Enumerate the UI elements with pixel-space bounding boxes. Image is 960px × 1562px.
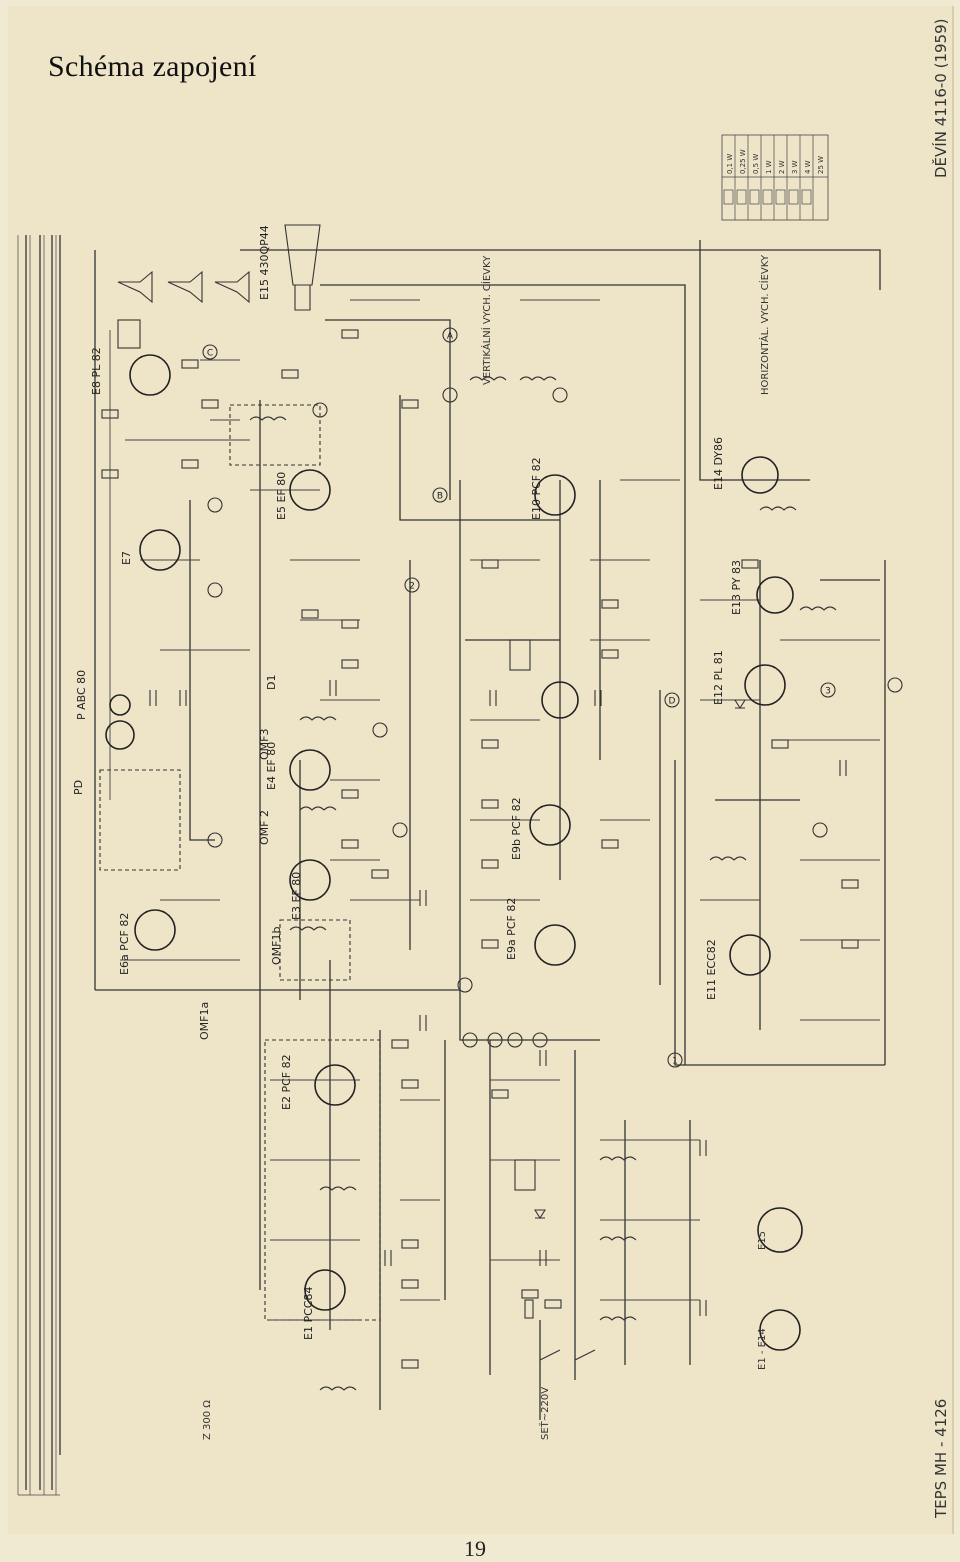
tube-e7-label: E7 <box>120 551 133 565</box>
tube-e4-symbol <box>289 749 331 791</box>
tube-e13-symbol <box>756 576 794 614</box>
marker-c: C <box>207 349 213 359</box>
omf3-label: OMF3 <box>258 729 271 760</box>
d1-label: D1 <box>265 675 278 690</box>
page-title: Schéma zapojení <box>48 50 257 83</box>
tube-e11-symbol <box>729 934 771 976</box>
tube-e1-label: E1 PCC84 <box>302 1287 315 1340</box>
tube-e3-symbol <box>289 859 331 901</box>
tube-e4-label: E4 EF 80 <box>265 742 278 790</box>
tube-e8-label: E8 PL 82 <box>90 347 103 395</box>
wiring-index-table <box>17 235 60 1496</box>
tube-pabc-symbol <box>105 720 135 750</box>
socket-e15-label: E15 <box>757 1231 768 1250</box>
tube-e14-label: E14 DY86 <box>712 437 725 490</box>
tube-e10-symbol <box>534 474 576 516</box>
socket-e15-symbol <box>757 1207 803 1253</box>
tube-e9b-label: E9b PCF 82 <box>510 797 523 860</box>
tube-e12-symbol <box>744 664 786 706</box>
power-rating-1: 0,25 W <box>739 149 747 174</box>
tube-e5-label: E5 EF 80 <box>275 472 288 520</box>
marker-a: A <box>447 332 454 342</box>
tube-e5-symbol <box>289 469 331 511</box>
main-wiring <box>25 235 886 1490</box>
socket-e1e14-label: E1 - E14 <box>757 1328 768 1370</box>
power-rating-0: 0,1 W <box>726 154 734 174</box>
tube-e9b-symbol <box>529 804 571 846</box>
tube-e8-symbol <box>129 354 171 396</box>
omf1a-label: OMF1a <box>198 1002 211 1040</box>
tube-labels: E1 PCC84 E2 PCF 82 E3 EF 80 E4 EF 80 E5 … <box>90 225 743 1340</box>
reference-markers: A B C D 1 2 3 <box>202 327 903 1068</box>
tube-e1-symbol <box>304 1269 346 1311</box>
tube-e3-label: E3 EF 80 <box>290 872 303 920</box>
components <box>99 224 859 1391</box>
power-rating-5: 3 W <box>791 160 799 174</box>
mains-label: SEŤ~220V <box>538 1387 551 1440</box>
tube-e6a-symbol <box>134 909 176 951</box>
power-rating-table: 0,1 W 0,25 W 0,5 W 1 W 2 W 3 W 4 W 25 W <box>721 134 829 221</box>
marker-d: D <box>669 697 676 707</box>
power-rating-3: 1 W <box>765 160 773 174</box>
tube-e9a-symbol <box>534 924 576 966</box>
tube-e13-label: E13 PY 83 <box>730 560 743 615</box>
tube-e7-symbol <box>139 529 181 571</box>
tube-e2-label: E2 PCF 82 <box>280 1054 293 1110</box>
tube-e10-label: E10 PCF 82 <box>530 457 543 520</box>
power-rating-4: 2 W <box>778 160 786 174</box>
tube-e14-symbol <box>741 456 779 494</box>
marker-b: B <box>437 492 443 502</box>
tube-e9a-label: E9a PCF 82 <box>505 898 518 960</box>
tube-e9c-symbol <box>541 681 579 719</box>
marker-3: 3 <box>825 687 831 697</box>
tubes <box>105 354 803 1351</box>
section-labels: P ABC 80 OMF1a OMF1b OMF 2 OMF3 PD D1 SE… <box>72 254 771 1440</box>
tube-e15-label: E15 430QP44 <box>258 225 271 300</box>
pd-label: PD <box>72 780 85 795</box>
tube-e12-label: E12 PL 81 <box>712 650 725 705</box>
socket-e1e14-symbol <box>759 1309 801 1351</box>
tube-e2-symbol <box>314 1064 356 1106</box>
power-rating-7: 25 W <box>817 156 825 174</box>
tube-e11-label: E11 ECC82 <box>705 939 718 1000</box>
vertical-coils-label: VERTIKÁLNÍ VYCH. CÍEVKY <box>480 255 493 385</box>
tube-e6a-label: E6a PCF 82 <box>118 913 131 975</box>
power-rating-6: 4 W <box>804 160 812 174</box>
omf2-label: OMF 2 <box>258 810 271 845</box>
pabc-label: P ABC 80 <box>75 670 88 720</box>
internal-wiring <box>109 299 880 1321</box>
antenna-label: Z 300 Ω <box>202 1400 213 1440</box>
horizontal-coils-label: HORIZONTÁL. VYCH. CÍEVKY <box>758 254 771 395</box>
omf1b-label: OMF1b <box>270 927 283 965</box>
marker-1: 1 <box>672 1057 678 1067</box>
marker-2: 2 <box>409 582 415 592</box>
tube-pabc-diode-symbol <box>109 694 131 716</box>
power-rating-2: 0,5 W <box>752 154 760 174</box>
